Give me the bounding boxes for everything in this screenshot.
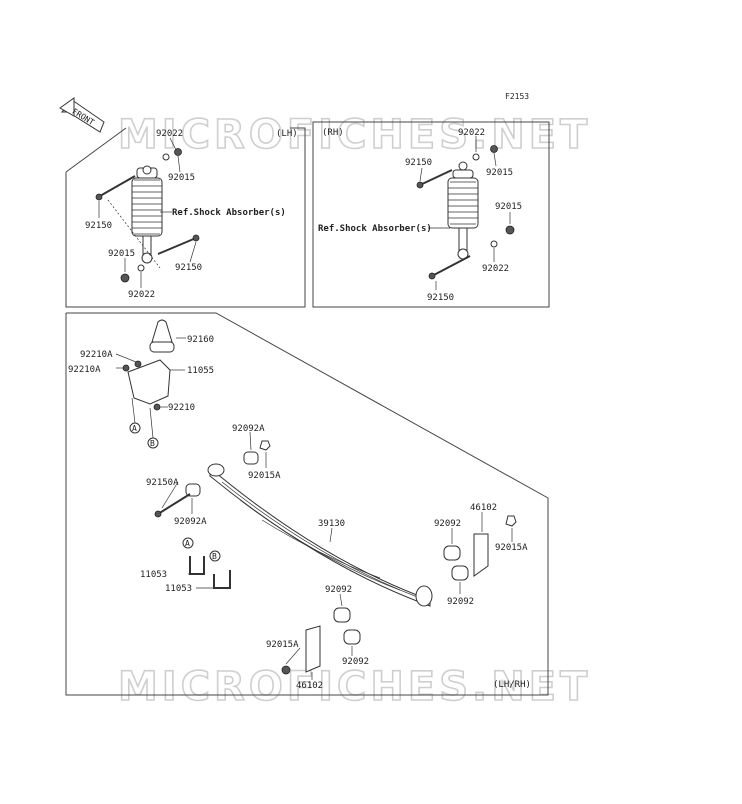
bushing-mid — [333, 607, 351, 623]
svg-text:B: B — [150, 439, 155, 448]
part-rh-92022-top: 92022 — [458, 128, 485, 138]
panel-spring: (LH/RH) — [65, 312, 549, 696]
lh-bolt-left — [95, 175, 136, 201]
part-92092A-top: 92092A — [232, 424, 265, 434]
part-92210A-2: 92210A — [68, 365, 101, 375]
part-rh-92150-top: 92150 — [405, 158, 432, 168]
part-lh-92150-left: 92150 — [85, 221, 112, 231]
part-lh-92015-top: 92015 — [168, 173, 195, 183]
part-lh-92022-bottom: 92022 — [128, 290, 155, 300]
part-rh-92150-bottom: 92150 — [427, 293, 454, 303]
marker-b-upper: B — [147, 407, 159, 449]
u-bolt-a — [189, 556, 205, 575]
rh-washer-right — [490, 240, 498, 248]
part-92210A-1: 92210A — [80, 350, 113, 360]
panel-lh: (LH) Ref.Shock Absorber(s) — [65, 127, 306, 308]
nut-top — [259, 440, 271, 451]
watermark-top: MICROFICHES.NET — [118, 112, 591, 158]
part-11053-b: 11053 — [165, 584, 192, 594]
bolt-left — [154, 493, 191, 518]
part-92092-right-top: 92092 — [434, 519, 461, 529]
panel-spring-frame — [65, 312, 549, 696]
part-92015A-bottom: 92015A — [266, 640, 299, 650]
part-46102-bottom: 46102 — [296, 681, 323, 691]
part-lh-92150-bottom: 92150 — [175, 263, 202, 273]
part-rh-92015-right: 92015 — [495, 202, 522, 212]
bushing-left — [185, 483, 201, 497]
nut-bottom — [281, 665, 291, 675]
lh-bolt-bottom — [157, 234, 200, 255]
part-92160: 92160 — [187, 335, 214, 345]
panel-rh: (RH) Ref.Shock Absorber(s) 92022 — [312, 121, 550, 308]
bushing-top — [243, 451, 259, 465]
shackle-right — [473, 533, 489, 577]
lh-nut-top — [174, 148, 182, 156]
rh-bolt-bottom — [428, 255, 471, 280]
nut-right — [505, 515, 517, 527]
panel-rh-tag: (RH) — [322, 128, 344, 138]
part-lh-92015-bottom: 92015 — [108, 249, 135, 259]
rh-nut-right — [505, 225, 515, 235]
panel-lh-frame — [65, 127, 306, 308]
watermark-bottom: MICROFICHES.NET — [118, 664, 591, 710]
panel-spring-tag: (LH/RH) — [493, 680, 531, 690]
marker-a-lower: A — [182, 537, 194, 549]
svg-text:B: B — [212, 552, 217, 561]
part-rh-92022-right: 92022 — [482, 264, 509, 274]
part-39130: 39130 — [318, 519, 345, 529]
part-11053-a: 11053 — [140, 570, 167, 580]
rh-shock-absorber — [447, 161, 479, 260]
leaf-spring — [207, 463, 433, 607]
lh-washer-bottom — [137, 264, 145, 272]
lh-nut-bottom — [120, 273, 130, 283]
part-92015A-top: 92015A — [248, 471, 281, 481]
rh-nut-top — [490, 145, 498, 153]
part-92092-bottom: 92092 — [342, 657, 369, 667]
bushing-bottom — [343, 629, 361, 645]
spring-bracket — [122, 359, 171, 411]
rh-bolt-top — [416, 169, 453, 189]
part-92092-mid: 92092 — [325, 585, 352, 595]
bump-stop — [149, 319, 175, 353]
part-lh-92022-top: 92022 — [156, 129, 183, 139]
rh-washer-top — [472, 153, 480, 161]
bushing-right-bottom — [451, 565, 469, 581]
part-46102-right: 46102 — [470, 503, 497, 513]
panel-rh-frame — [312, 121, 550, 308]
lh-shock-absorber — [131, 165, 163, 264]
marker-a-upper: A — [129, 397, 141, 434]
front-arrow-icon: FRONT — [59, 97, 105, 133]
shackle-bottom — [305, 625, 321, 673]
lh-washer-top — [162, 153, 170, 161]
svg-text:A: A — [185, 539, 190, 548]
part-92092A-left: 92092A — [174, 517, 207, 527]
svg-text:A: A — [132, 424, 137, 433]
panel-rh-ref-label: Ref.Shock Absorber(s) — [318, 224, 432, 234]
panel-lh-tag: (LH) — [276, 129, 298, 139]
panel-lh-ref-label: Ref.Shock Absorber(s) — [172, 208, 286, 218]
marker-b-lower: B — [209, 550, 221, 562]
part-11055: 11055 — [187, 366, 214, 376]
u-bolt-b — [213, 570, 231, 589]
figure-code: F2153 — [505, 92, 529, 101]
part-92092-right-bot: 92092 — [447, 597, 474, 607]
part-rh-92015-top: 92015 — [486, 168, 513, 178]
part-92015A-right: 92015A — [495, 543, 528, 553]
bushing-right-top — [443, 545, 461, 561]
part-92210: 92210 — [168, 403, 195, 413]
part-92150A: 92150A — [146, 478, 179, 488]
